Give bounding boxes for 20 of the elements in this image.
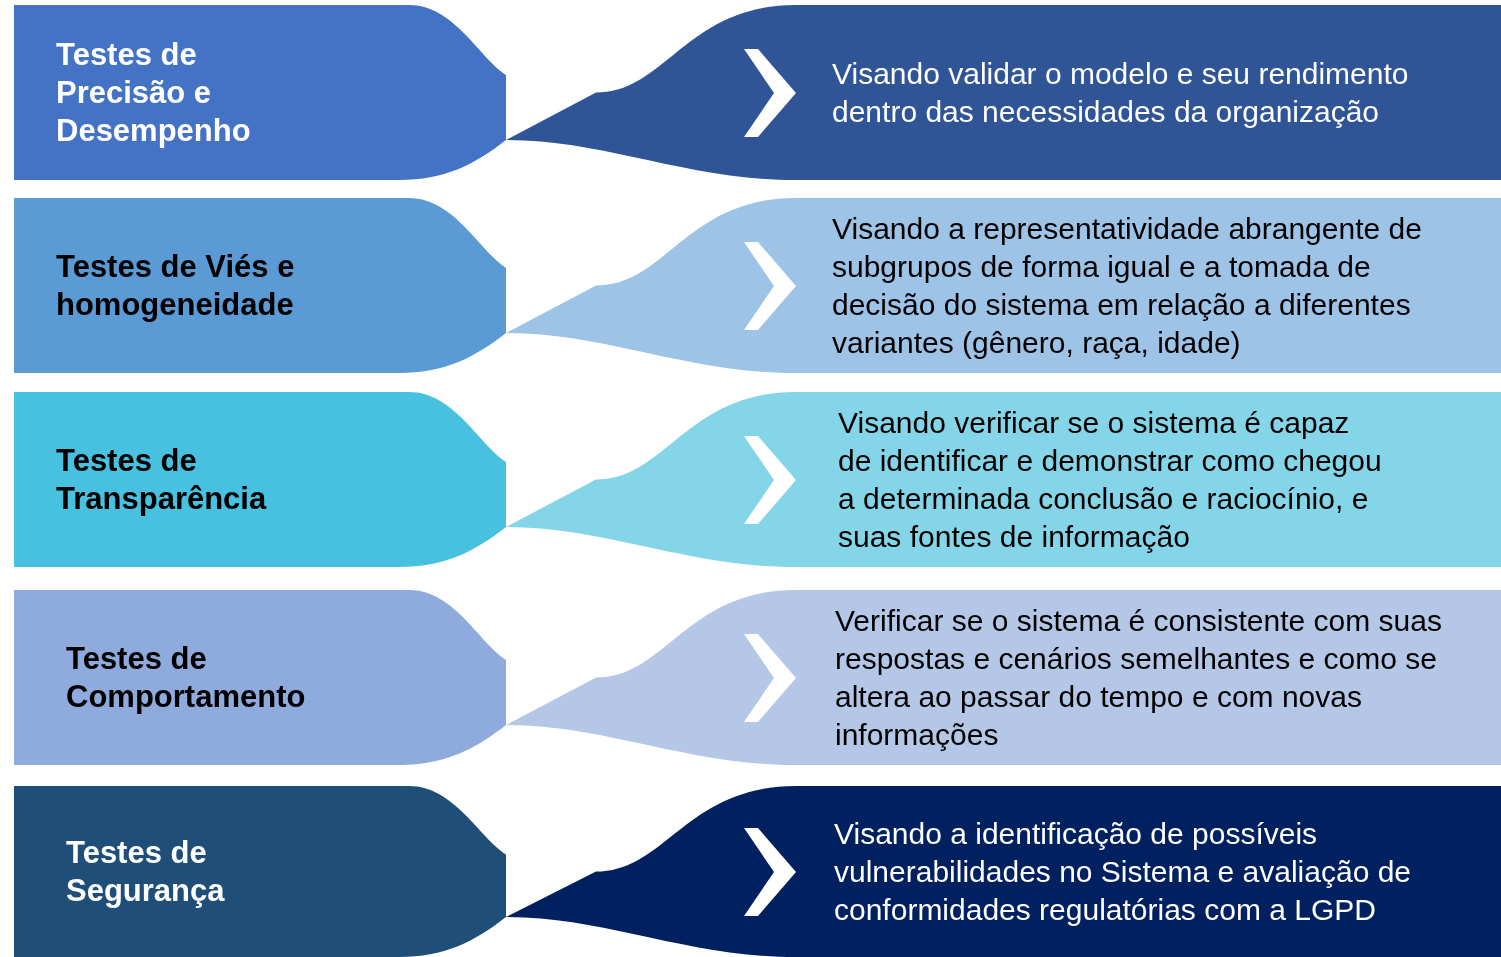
ribbon-shape [506, 198, 1501, 373]
heading-text: Testes de Precisão e Desempenho [56, 35, 252, 150]
ribbon-shape [14, 392, 506, 567]
description-text: Visando verificar se o sistema é capaz de identificar e demonstrar como chegou a determinada conclusão e raciocínio, e suas fontes de informação [838, 404, 1383, 555]
ribbon-shape [14, 590, 506, 765]
description-text: Visando a identificação de possíveis vulnerabilidades no Sistema e avaliação de conformidades regulatórias com a LGPD [834, 815, 1413, 928]
description-text: Verificar se o sistema é consistente com suas respostas e cenários semelhantes e como se altera ao passar do tempo e com novas informações [835, 602, 1443, 753]
ribbon-shape [506, 590, 1501, 765]
ribbon-shape [506, 786, 1501, 957]
heading-text: Testes de Comportamento [66, 639, 307, 716]
heading-text: Testes de Viés e homogeneidade [56, 247, 296, 324]
ribbon-shape [506, 392, 1501, 567]
heading-text: Testes de Segurança [66, 833, 226, 910]
ribbon-shape [14, 198, 506, 373]
description-text: Visando a representatividade abrangente de subgrupos de forma igual e a tomada de decisão do sistema em relação a diferentes variantes (gênero, raça, idade) [832, 210, 1423, 361]
description-text: Visando validar o modelo e seu rendimento dentro das necessidades da organização [832, 55, 1410, 130]
ribbon-shape [14, 786, 506, 957]
ribbon-shape [14, 5, 506, 180]
heading-text: Testes de Transparência [56, 441, 268, 518]
ribbon-shape [506, 5, 1501, 180]
